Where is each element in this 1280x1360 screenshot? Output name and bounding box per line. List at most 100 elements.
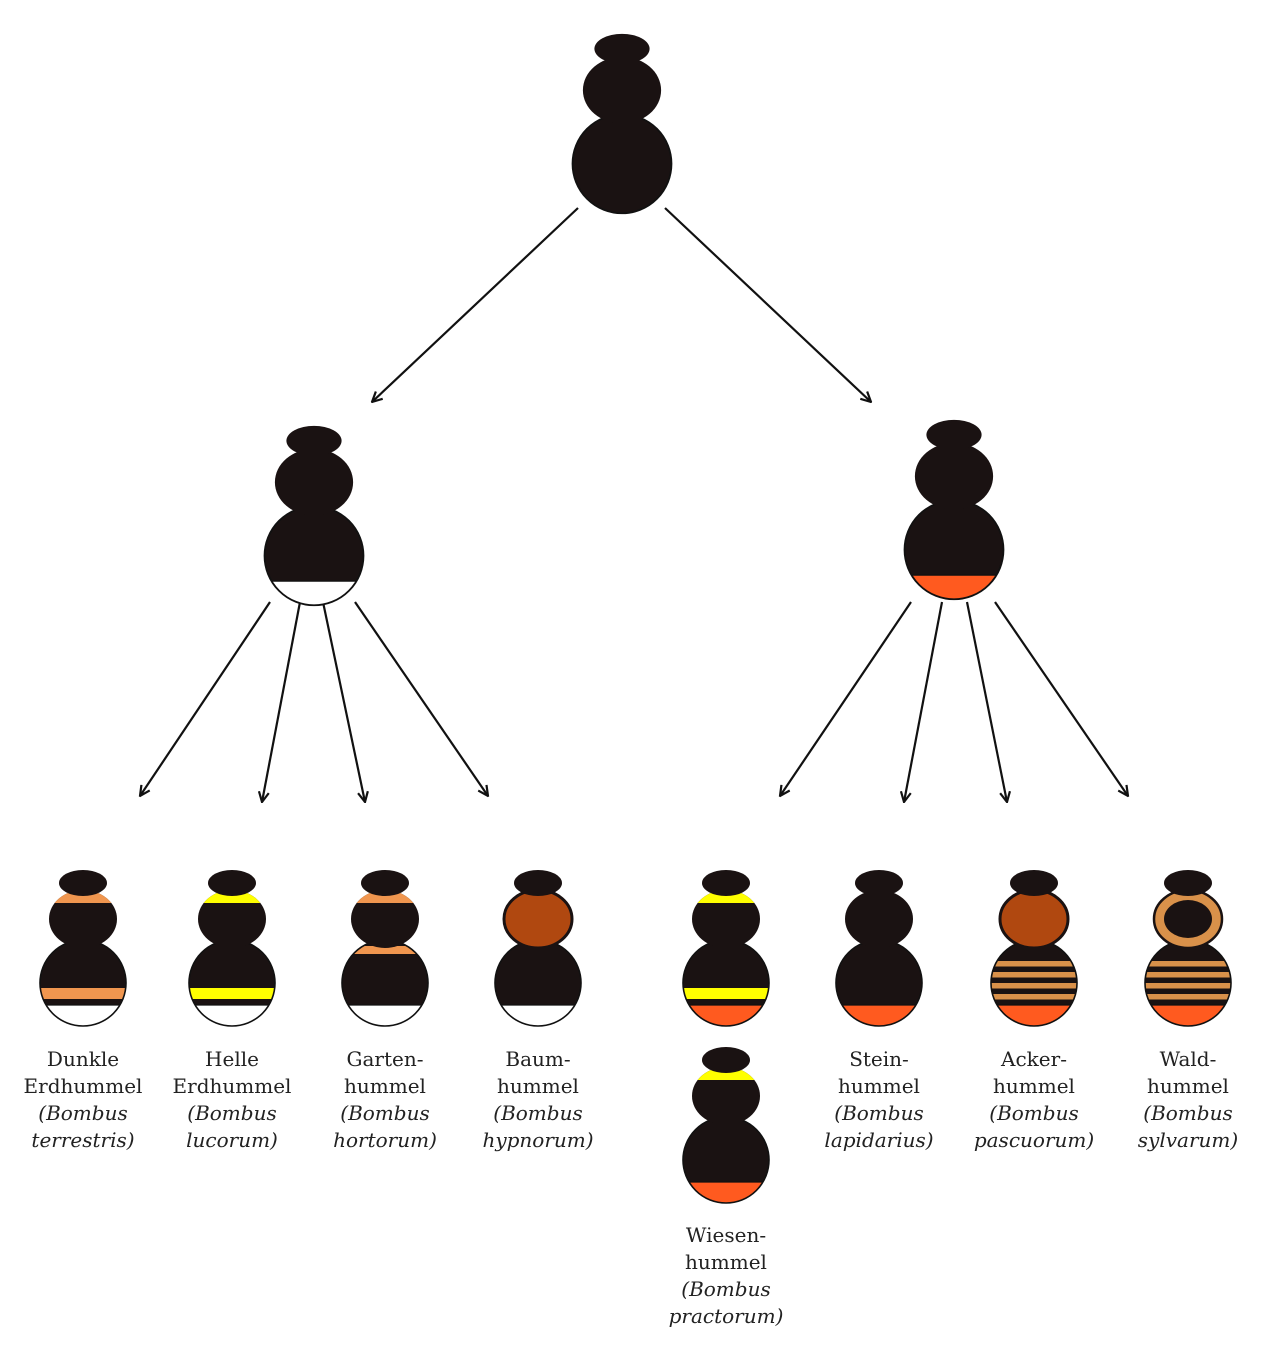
bee-group-white-tailed bbox=[263, 425, 365, 607]
common-name-line: hummel bbox=[1147, 1074, 1229, 1098]
abdomen bbox=[991, 940, 1077, 1026]
common-name-line: Stein- bbox=[849, 1047, 909, 1071]
scientific-name-line: pascuorum) bbox=[973, 1128, 1095, 1152]
common-name-line: hummel bbox=[685, 1250, 767, 1274]
arrows-layer bbox=[140, 207, 1128, 802]
label-wiesenhummel-b: Wiesen-hummel (Bombus practorum) bbox=[641, 1222, 811, 1330]
scientific-name-line: lapidarius) bbox=[824, 1128, 934, 1152]
thorax bbox=[914, 442, 994, 510]
bees-layer bbox=[39, 33, 1232, 1204]
abdomen bbox=[836, 940, 922, 1026]
thorax bbox=[692, 890, 760, 948]
thorax bbox=[845, 890, 913, 948]
bee-gartenhummel bbox=[341, 870, 429, 1027]
bee-wiesenhummel-b bbox=[682, 1047, 770, 1204]
bee-ackerhummel bbox=[990, 870, 1078, 1027]
thorax bbox=[582, 56, 662, 124]
thorax bbox=[998, 888, 1070, 950]
common-name-line: hummel bbox=[838, 1074, 920, 1098]
common-name-line: Acker- bbox=[1001, 1047, 1067, 1071]
head bbox=[59, 870, 107, 896]
bee-group-red-tailed bbox=[903, 419, 1005, 601]
bee-wiesenhummel-a bbox=[682, 870, 770, 1027]
common-name-line: hummel bbox=[993, 1074, 1075, 1098]
arrow-10 bbox=[994, 601, 1128, 796]
abdomen bbox=[264, 506, 364, 606]
common-name-line: Erdhummel bbox=[172, 1074, 292, 1098]
head bbox=[361, 870, 409, 896]
label-gartenhummel: Garten-hummel (Bombus hortorum) bbox=[300, 1046, 470, 1154]
head bbox=[514, 870, 562, 896]
bee-steinhummel bbox=[835, 870, 923, 1027]
scientific-name-line: lucorum) bbox=[186, 1128, 278, 1152]
arrow-2 bbox=[664, 207, 871, 402]
abdomen bbox=[683, 940, 769, 1026]
arrow-7 bbox=[780, 601, 912, 796]
thorax bbox=[198, 890, 266, 948]
thorax bbox=[351, 890, 419, 948]
common-name-line: hummel bbox=[344, 1074, 426, 1098]
scientific-name-line: hypnorum) bbox=[482, 1128, 594, 1152]
arrow-5 bbox=[321, 601, 365, 802]
abdomen bbox=[189, 940, 275, 1026]
label-ackerhummel: Acker-hummel (Bombus pascuorum) bbox=[949, 1046, 1119, 1154]
bee-helle-erdhummel bbox=[188, 870, 276, 1027]
arrow-6 bbox=[354, 601, 488, 796]
common-name-line: Helle bbox=[205, 1047, 259, 1071]
head bbox=[1164, 870, 1212, 896]
label-waldhummel: Wald-hummel (Bombus sylvarum) bbox=[1103, 1046, 1273, 1154]
head bbox=[855, 870, 903, 896]
common-name-line: Baum- bbox=[505, 1047, 571, 1071]
scientific-name-line: (Bombus bbox=[187, 1101, 277, 1125]
scientific-name-line: sylvarum) bbox=[1137, 1128, 1239, 1152]
bee-dunkle-erdhummel bbox=[39, 870, 127, 1027]
arrow-1 bbox=[372, 207, 579, 402]
label-steinhummel: Stein-hummel (Bombus lapidarius) bbox=[794, 1046, 964, 1154]
scientific-name-line: (Bombus bbox=[681, 1277, 771, 1301]
common-name-line: Dunkle bbox=[46, 1047, 120, 1071]
scientific-name-line: (Bombus bbox=[38, 1101, 128, 1125]
thorax bbox=[502, 888, 574, 950]
bee-waldhummel bbox=[1144, 870, 1232, 1027]
bee-baumhummel bbox=[494, 870, 582, 1027]
head bbox=[286, 425, 342, 456]
head bbox=[702, 870, 750, 896]
abdomen bbox=[342, 940, 428, 1026]
abdomen bbox=[40, 940, 126, 1026]
head bbox=[1010, 870, 1058, 896]
arrow-8 bbox=[904, 601, 944, 802]
arrow-3 bbox=[140, 601, 271, 796]
abdomen bbox=[495, 940, 581, 1026]
common-name-line: Wiesen- bbox=[685, 1223, 767, 1247]
common-name-line: Erdhummel bbox=[23, 1074, 143, 1098]
common-name-line: Wald- bbox=[1159, 1047, 1217, 1071]
label-baumhummel: Baum-hummel (Bombus hypnorum) bbox=[453, 1046, 623, 1154]
abdomen bbox=[1145, 940, 1231, 1026]
scientific-name-line: (Bombus bbox=[834, 1101, 924, 1125]
thorax bbox=[49, 890, 117, 948]
scientific-name-line: (Bombus bbox=[989, 1101, 1079, 1125]
abdomen bbox=[572, 114, 672, 214]
scientific-name-line: terrestris) bbox=[31, 1128, 135, 1152]
scientific-name-line: hortorum) bbox=[333, 1128, 437, 1152]
abdomen bbox=[683, 1117, 769, 1203]
scientific-name-line: (Bombus bbox=[493, 1101, 583, 1125]
arrow-4 bbox=[262, 601, 302, 802]
head bbox=[926, 419, 982, 450]
common-name-line: hummel bbox=[497, 1074, 579, 1098]
head bbox=[702, 1047, 750, 1073]
common-name-line: Garten- bbox=[346, 1047, 424, 1071]
scientific-name-line: (Bombus bbox=[340, 1101, 430, 1125]
abdomen bbox=[904, 500, 1004, 600]
thorax bbox=[692, 1067, 760, 1125]
arrow-9 bbox=[965, 601, 1007, 802]
bee-ancestor bbox=[571, 33, 673, 215]
thorax bbox=[274, 448, 354, 516]
head bbox=[594, 33, 650, 64]
scientific-name-line: practorum) bbox=[668, 1304, 784, 1328]
head bbox=[208, 870, 256, 896]
scientific-name-line: (Bombus bbox=[1143, 1101, 1233, 1125]
